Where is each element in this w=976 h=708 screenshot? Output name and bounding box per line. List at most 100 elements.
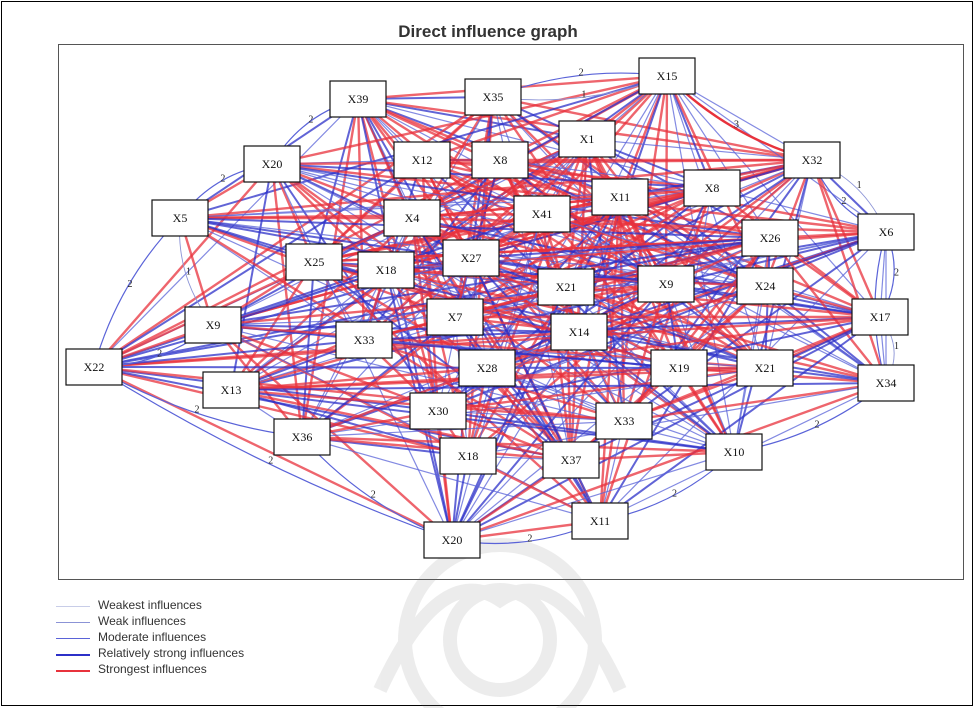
influence-edge bbox=[385, 268, 887, 385]
influence-edge bbox=[230, 388, 572, 462]
node-x9b: X9 bbox=[184, 306, 242, 344]
influence-edge bbox=[454, 158, 813, 319]
influence-edge bbox=[93, 216, 413, 369]
edge-weight-label: 1 bbox=[186, 267, 191, 278]
influence-edge bbox=[492, 95, 813, 162]
legend-label: Weak influences bbox=[98, 614, 186, 628]
node-x27: X27 bbox=[442, 239, 500, 277]
node-box bbox=[65, 348, 123, 386]
graph-plot-area bbox=[58, 44, 964, 580]
watermark-ornament bbox=[373, 538, 627, 708]
node-x19: X19 bbox=[650, 349, 708, 387]
node-x28: X28 bbox=[458, 349, 516, 387]
influence-edge bbox=[451, 381, 887, 542]
legend-swatch bbox=[56, 670, 90, 672]
node-x9a: X9 bbox=[637, 265, 695, 303]
node-label: X9 bbox=[206, 318, 221, 332]
node-x14: X14 bbox=[550, 313, 608, 351]
edge-weight-label: 2 bbox=[672, 488, 677, 499]
node-box bbox=[857, 213, 915, 251]
node-box bbox=[442, 239, 500, 277]
node-x11b: X11 bbox=[571, 502, 629, 540]
node-x21a: X21 bbox=[537, 268, 595, 306]
node-label: X24 bbox=[755, 279, 776, 293]
influence-edge bbox=[437, 366, 766, 413]
legend-item: Strongest influences bbox=[56, 662, 356, 678]
node-x37: X37 bbox=[542, 441, 600, 479]
edge-weight-label: 2 bbox=[371, 490, 376, 501]
node-box bbox=[783, 141, 841, 179]
influence-edge bbox=[470, 256, 680, 370]
node-x33a: X33 bbox=[335, 321, 393, 359]
node-box bbox=[637, 265, 695, 303]
edge-weight-label: 2 bbox=[194, 404, 199, 415]
node-box bbox=[571, 502, 629, 540]
node-label: X9 bbox=[659, 277, 674, 291]
influence-edge bbox=[271, 163, 543, 215]
edge-weight-label: 2 bbox=[127, 279, 132, 290]
node-box bbox=[335, 321, 393, 359]
influence-edge bbox=[437, 410, 735, 453]
legend-swatch bbox=[56, 638, 90, 639]
node-box bbox=[741, 219, 799, 257]
node-box bbox=[595, 402, 653, 440]
node-label: X36 bbox=[292, 430, 313, 444]
influence-edge bbox=[470, 237, 771, 259]
edge-weight-label: 2 bbox=[157, 348, 162, 359]
influence-edge bbox=[666, 75, 887, 233]
influence-edge bbox=[230, 366, 488, 392]
legend-label: Weakest influences bbox=[98, 598, 202, 612]
node-box bbox=[151, 199, 209, 237]
node-label: X6 bbox=[879, 225, 894, 239]
influence-edge bbox=[301, 435, 735, 454]
influence-edge bbox=[357, 98, 453, 541]
influence-edge bbox=[666, 75, 881, 318]
node-x32: X32 bbox=[783, 141, 841, 179]
node-box bbox=[650, 349, 708, 387]
node-box bbox=[426, 298, 484, 336]
edge-weight-label: 1 bbox=[857, 180, 862, 191]
influence-edge bbox=[230, 389, 469, 457]
node-label: X13 bbox=[221, 383, 242, 397]
influence-edge bbox=[578, 331, 735, 453]
influence-edge bbox=[451, 331, 580, 541]
node-box bbox=[383, 199, 441, 237]
edge-weight-label: 1 bbox=[581, 89, 586, 100]
influence-edge bbox=[586, 138, 813, 161]
influence-edge bbox=[421, 158, 713, 190]
node-label: X25 bbox=[304, 255, 325, 269]
node-label: X30 bbox=[428, 404, 449, 418]
node-box bbox=[285, 243, 343, 281]
influence-edge bbox=[437, 410, 625, 422]
influence-edge-X22-X20b bbox=[93, 366, 453, 541]
influence-edge bbox=[230, 217, 413, 391]
influence-edge bbox=[666, 75, 766, 369]
influence-edge bbox=[179, 217, 771, 239]
legend-item: Moderate influences bbox=[56, 630, 356, 646]
node-x13: X13 bbox=[202, 371, 260, 409]
node-label: X20 bbox=[262, 157, 283, 171]
node-label: X11 bbox=[590, 514, 610, 528]
node-box bbox=[464, 78, 522, 116]
node-box bbox=[357, 251, 415, 289]
influence-edge bbox=[212, 316, 456, 326]
node-box bbox=[683, 169, 741, 207]
node-label: X34 bbox=[876, 376, 897, 390]
node-label: X4 bbox=[405, 211, 420, 225]
node-box bbox=[542, 441, 600, 479]
edge-weight-label: 2 bbox=[308, 115, 313, 126]
node-x4: X4 bbox=[383, 199, 441, 237]
node-label: X26 bbox=[760, 231, 781, 245]
node-x22: X22 bbox=[65, 348, 123, 386]
node-x6: X6 bbox=[857, 213, 915, 251]
influence-edge bbox=[470, 257, 766, 369]
node-box bbox=[243, 145, 301, 183]
node-label: X33 bbox=[614, 414, 635, 428]
node-label: X18 bbox=[376, 263, 397, 277]
influence-edge bbox=[451, 451, 735, 541]
influence-edge bbox=[622, 283, 668, 422]
node-x5: X5 bbox=[151, 199, 209, 237]
influence-edge bbox=[453, 96, 495, 318]
